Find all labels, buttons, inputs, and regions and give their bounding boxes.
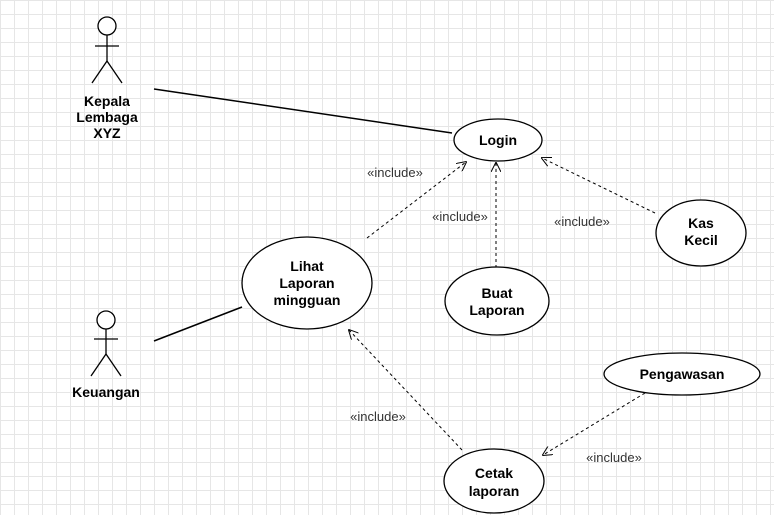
use-case-buat-laporan: Buat Laporan: [444, 266, 550, 336]
stick-figure-icon: [90, 310, 122, 377]
include-kas-login: [542, 158, 656, 214]
include-label-buat-login: «include»: [432, 209, 488, 224]
use-case-label: Lihat: [290, 258, 324, 274]
actor-name-line: Lembaga: [76, 109, 138, 125]
association-keuangan-lihat: [153, 306, 243, 342]
actor-name-line: Keuangan: [72, 384, 140, 400]
include-lihat-login: [366, 162, 466, 239]
use-case-label: Login: [479, 132, 517, 148]
use-case-pengawasan: Pengawasan: [603, 352, 761, 396]
use-case-login: Login: [453, 118, 543, 162]
use-case-label: laporan: [469, 483, 520, 499]
use-case-kas-kecil: Kas Kecil: [655, 199, 747, 267]
use-case-label: mingguan: [274, 292, 341, 308]
use-case-label: Laporan: [279, 275, 334, 291]
actor-keuangan: Keuangan: [72, 310, 140, 400]
use-case-label: Pengawasan: [640, 366, 725, 382]
actor-name-line: XYZ: [93, 125, 121, 141]
actor-name-line: Kepala: [84, 93, 130, 109]
include-label-lihat-login: «include»: [367, 165, 423, 180]
use-case-label: Kecil: [684, 232, 717, 248]
include-pengawasan-cetak: [543, 392, 646, 455]
include-label-cetak-lihat: «include»: [350, 409, 406, 424]
use-case-lihat-laporan-mingguan: Lihat Laporan mingguan: [241, 236, 373, 330]
use-case-label: Laporan: [469, 302, 524, 318]
include-cetak-lihat: [349, 330, 463, 451]
actor-kepala-lembaga: Kepala Lembaga XYZ: [76, 16, 138, 141]
use-case-label: Cetak: [475, 465, 513, 481]
use-case-label: Kas: [688, 215, 714, 231]
include-label-pengawasan-cetak: «include»: [586, 450, 642, 465]
stick-figure-icon: [91, 16, 123, 84]
use-case-cetak-laporan: Cetak laporan: [443, 448, 545, 514]
association-kepala-login: [153, 88, 453, 134]
use-case-label: Buat: [481, 285, 512, 301]
include-label-kas-login: «include»: [554, 214, 610, 229]
